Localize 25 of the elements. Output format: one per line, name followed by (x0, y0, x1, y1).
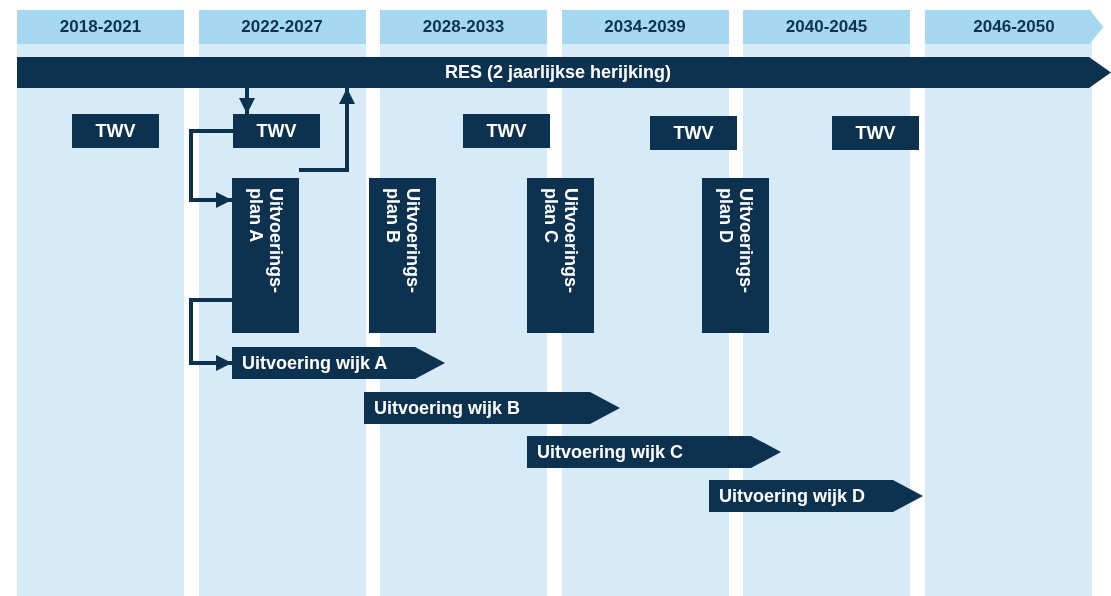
period-header: 2046-2050 (924, 10, 1104, 44)
twv-box: TWV (233, 114, 320, 148)
plan-box: Uitvoerings- plan A (232, 178, 299, 333)
period-header: 2022-2027 (198, 10, 366, 44)
arrow (189, 129, 233, 208)
twv-box: TWV (463, 114, 550, 148)
arrow-bar: RES (2 jaarlijkse herijking) (17, 57, 1111, 88)
twv-box: TWV (72, 114, 159, 148)
period-header: 2028-2033 (380, 10, 547, 44)
arrow (189, 298, 232, 371)
arrow-bar: Uitvoering wijk B (364, 392, 620, 424)
arrow-bar: Uitvoering wijk D (709, 480, 923, 512)
period-column (17, 10, 184, 596)
arrow (299, 88, 355, 172)
plan-box: Uitvoerings- plan D (702, 178, 769, 333)
plan-box: Uitvoerings- plan B (369, 178, 436, 333)
period-header: 2034-2039 (561, 10, 729, 44)
twv-box: TWV (650, 116, 737, 150)
period-header: 2018-2021 (17, 10, 184, 44)
arrow (239, 88, 255, 114)
twv-box: TWV (832, 116, 919, 150)
arrow-bar: Uitvoering wijk C (527, 436, 781, 468)
arrow-bar: Uitvoering wijk A (232, 347, 445, 379)
plan-box: Uitvoerings- plan C (527, 178, 594, 333)
period-header: 2040-2045 (743, 10, 910, 44)
